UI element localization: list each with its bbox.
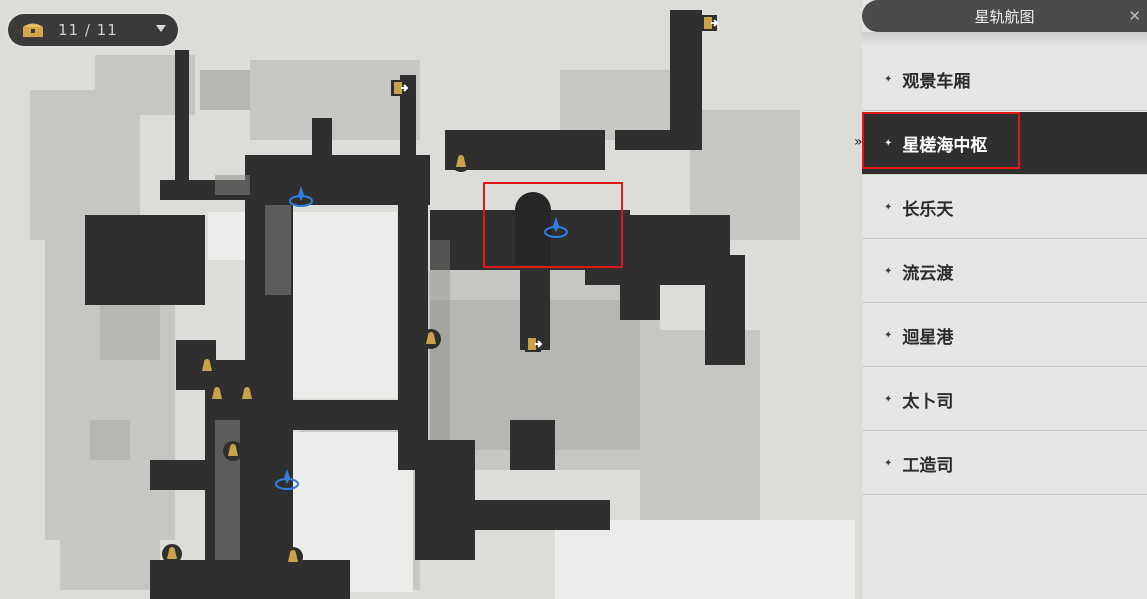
- chest-count: 11 / 11: [58, 21, 118, 39]
- panel-divider: [862, 32, 1147, 48]
- chest-counter-dropdown[interactable]: 11 / 11: [8, 14, 178, 46]
- star-bullet-icon: ✦: [884, 137, 893, 149]
- panel-selection-highlight: [862, 112, 1020, 169]
- star-bullet-icon: ✦: [884, 393, 893, 405]
- merchant-bell-icon[interactable]: [450, 151, 472, 173]
- map-dome-structure: [515, 192, 551, 265]
- star-bullet-icon: ✦: [884, 457, 893, 469]
- exit-door-icon[interactable]: [388, 77, 410, 99]
- area-item-cloudford[interactable]: ✦ 流云渡: [862, 240, 1147, 303]
- merchant-bell-icon[interactable]: [420, 328, 442, 350]
- merchant-bell-icon[interactable]: [196, 355, 218, 377]
- exit-door-icon[interactable]: [698, 12, 720, 34]
- area-item-observation-car[interactable]: ✦ 观景车厢: [862, 48, 1147, 111]
- merchant-bell-icon[interactable]: [161, 543, 183, 565]
- merchant-bell-icon[interactable]: [282, 546, 304, 568]
- area-item-label: 星槎海中枢: [902, 135, 988, 156]
- area-item-label: 观景车厢: [902, 71, 971, 92]
- area-item-central-starskiff-haven[interactable]: ✦ 星槎海中枢: [862, 112, 1147, 175]
- map-walkways: [85, 10, 745, 599]
- area-item-label: 太卜司: [902, 391, 954, 412]
- area-item-everyjoy-tower[interactable]: ✦ 长乐天: [862, 176, 1147, 239]
- area-item-label: 流云渡: [902, 263, 954, 284]
- close-icon[interactable]: ✕: [1128, 7, 1141, 25]
- area-item-divination-commission[interactable]: ✦ 太卜司: [862, 368, 1147, 431]
- area-item-label: 迴星港: [902, 327, 954, 348]
- area-item-artisanship-commission[interactable]: ✦ 工造司: [862, 432, 1147, 495]
- merchant-bell-icon[interactable]: [206, 383, 228, 405]
- space-anchor-icon[interactable]: [288, 183, 314, 209]
- area-list-panel: 星轨航图 ✕ ✦ 观景车厢 ✦ 星槎海中枢 ✦ 长乐天 ✦ 流云渡 ✦ 迴星港 …: [862, 0, 1147, 599]
- panel-title: 星轨航图: [974, 7, 1035, 26]
- treasure-chest-icon: [23, 23, 43, 37]
- space-anchor-icon[interactable]: [274, 466, 300, 492]
- area-item-stargazer-navalia[interactable]: ✦ 迴星港: [862, 304, 1147, 367]
- space-anchor-icon[interactable]: [543, 214, 569, 240]
- panel-header: 星轨航图 ✕: [862, 0, 1147, 32]
- star-bullet-icon: ✦: [884, 329, 893, 341]
- world-map[interactable]: [0, 0, 862, 599]
- exit-door-icon[interactable]: [522, 333, 544, 355]
- star-bullet-icon: ✦: [884, 73, 893, 85]
- chevron-down-icon: [156, 25, 166, 32]
- map-selection-highlight: [483, 182, 623, 268]
- star-bullet-icon: ✦: [884, 201, 893, 213]
- star-bullet-icon: ✦: [884, 265, 893, 277]
- merchant-bell-icon[interactable]: [222, 440, 244, 462]
- merchant-bell-icon[interactable]: [236, 383, 258, 405]
- area-item-label: 工造司: [902, 455, 954, 476]
- area-item-label: 长乐天: [902, 199, 954, 220]
- map-courtyards: [208, 212, 855, 599]
- selection-arrow-icon: »: [854, 134, 863, 150]
